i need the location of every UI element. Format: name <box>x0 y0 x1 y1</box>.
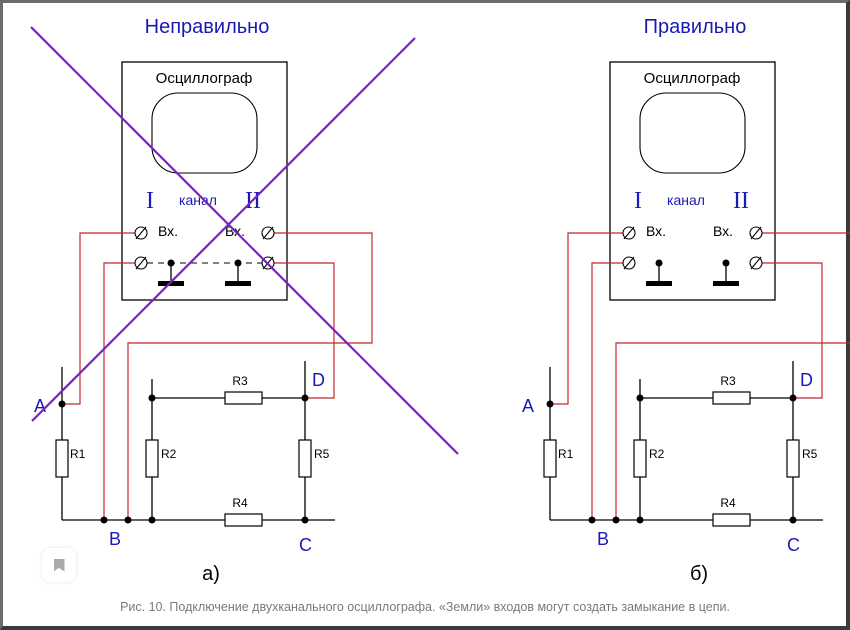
node-b1-dot <box>100 516 108 524</box>
channel-1-label: I <box>146 188 154 214</box>
node-c-label: C <box>299 535 312 555</box>
input-1-label: Вх. <box>158 223 178 239</box>
resistor-r4-label: R4 <box>232 496 248 510</box>
node-bottom-left-dot <box>148 516 156 524</box>
bookmark-button[interactable] <box>42 548 76 582</box>
ground-symbol-2 <box>713 259 739 286</box>
terminal-ch2-input <box>749 226 763 240</box>
terminal-ch1-ground <box>134 256 148 270</box>
resistor-r4-label: R4 <box>720 496 736 510</box>
ground-bar <box>713 281 739 286</box>
cross-line-1 <box>30 26 459 455</box>
node-c-dot <box>789 516 797 524</box>
panel-sub-label: б) <box>690 563 708 585</box>
wire-ch2-ground <box>615 232 850 520</box>
node-b-label: B <box>109 529 121 549</box>
wire-ch2-signal <box>762 262 823 399</box>
resistor-r2-label: R2 <box>161 447 177 461</box>
oscilloscope-screen <box>151 92 258 174</box>
resistor-r4 <box>224 513 263 527</box>
panel-wrong: НеправильноОсциллографIканалIIВх.Вх.R1R2… <box>30 16 459 585</box>
terminal-ch2-input <box>261 226 275 240</box>
wire-ch2-ground <box>127 232 373 520</box>
terminal-slash <box>135 256 147 270</box>
node-d-dot <box>789 394 797 402</box>
terminal-slash <box>750 256 762 270</box>
terminal-ch2-ground <box>749 256 763 270</box>
input-1-label: Вх. <box>646 223 666 239</box>
node-b2-dot <box>124 516 132 524</box>
terminal-ch1-input <box>134 226 148 240</box>
resistor-r1-label: R1 <box>558 447 574 461</box>
panel-title: Неправильно <box>145 16 270 38</box>
terminal-slash <box>623 226 635 240</box>
node-b-label: B <box>597 529 609 549</box>
terminal-slash <box>135 226 147 240</box>
node-c-dot <box>301 516 309 524</box>
resistor-r5 <box>298 439 312 478</box>
channel-2-label: II <box>733 188 749 214</box>
cross-line-2 <box>31 37 416 422</box>
ground-symbol-2 <box>225 259 251 286</box>
resistor-r3-label: R3 <box>720 374 736 388</box>
ground-bar <box>225 281 251 286</box>
resistor-r4 <box>712 513 751 527</box>
ground-symbol-1 <box>646 259 672 286</box>
resistor-r2 <box>145 439 159 478</box>
node-c-label: C <box>787 535 800 555</box>
oscilloscope-label: Осциллограф <box>644 70 741 87</box>
resistor-r5 <box>786 439 800 478</box>
resistor-r3 <box>224 391 263 405</box>
wire-ch1-ground <box>103 262 135 520</box>
node-d-label: D <box>312 370 325 390</box>
figure-caption: Рис. 10. Подключение двухканального осци… <box>120 600 730 614</box>
input-2-label: Вх. <box>713 223 733 239</box>
resistor-r1-label: R1 <box>70 447 86 461</box>
node-b1-dot <box>588 516 596 524</box>
panel-sub-label: а) <box>202 563 220 585</box>
node-a-dot <box>58 400 66 408</box>
node-top-left-dot <box>148 394 156 402</box>
node-top-left-dot <box>636 394 644 402</box>
node-bottom-left-dot <box>636 516 644 524</box>
resistor-r2 <box>633 439 647 478</box>
resistor-r5-label: R5 <box>802 447 818 461</box>
resistor-r1 <box>543 439 557 478</box>
terminal-slash <box>623 256 635 270</box>
terminal-ch1-input <box>622 226 636 240</box>
terminal-slash <box>262 226 274 240</box>
resistor-r5-label: R5 <box>314 447 330 461</box>
wire-ch1-signal <box>550 232 623 405</box>
bookmark-icon <box>53 558 65 572</box>
wire-ch1-signal <box>62 232 135 405</box>
oscilloscope-screen <box>639 92 746 174</box>
node-d-label: D <box>800 370 813 390</box>
terminal-ch1-ground <box>622 256 636 270</box>
channel-word: канал <box>667 192 705 208</box>
wire-ch1-ground <box>591 262 623 520</box>
resistor-r1 <box>55 439 69 478</box>
node-a-label: A <box>522 396 534 416</box>
panel-title: Правильно <box>644 16 747 38</box>
channel-1-label: I <box>634 188 642 214</box>
terminal-slash <box>750 226 762 240</box>
node-a-dot <box>546 400 554 408</box>
resistor-r3 <box>712 391 751 405</box>
oscilloscope-label: Осциллограф <box>156 70 253 87</box>
node-b2-dot <box>612 516 620 524</box>
node-d-dot <box>301 394 309 402</box>
resistor-r3-label: R3 <box>232 374 248 388</box>
ground-bar <box>646 281 672 286</box>
resistor-r2-label: R2 <box>649 447 665 461</box>
